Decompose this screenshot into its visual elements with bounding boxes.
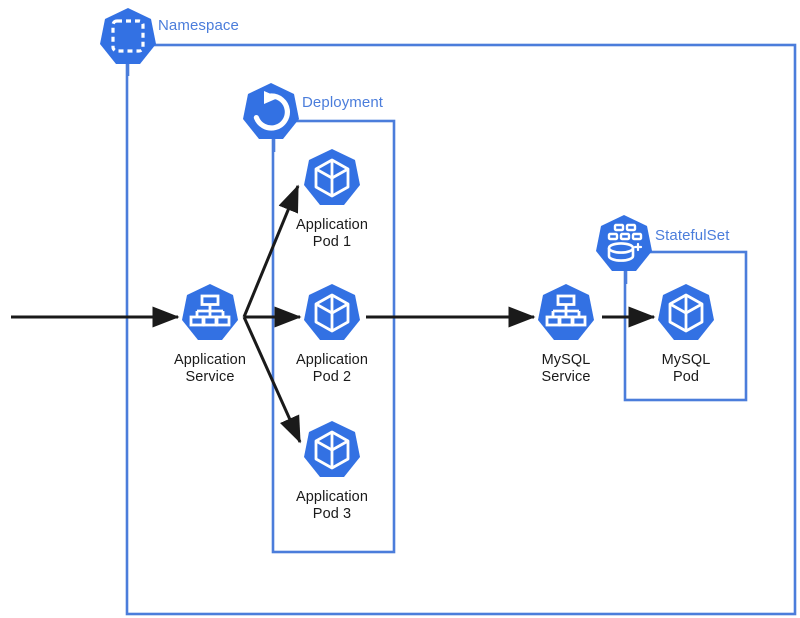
node-mysql-service: MySQL Service bbox=[501, 282, 631, 386]
deployment-group-label: Deployment bbox=[302, 94, 384, 111]
node-application-pod-1: Application Pod 1 bbox=[267, 147, 397, 251]
node-application-pod-3: Application Pod 3 bbox=[267, 419, 397, 523]
statefulset-icon bbox=[593, 213, 655, 280]
statefulset-boundary bbox=[623, 250, 748, 402]
deployment-icon bbox=[240, 81, 302, 148]
node-application-pod-3-label: Application Pod 3 bbox=[295, 489, 369, 522]
node-application-service-label: Application Service bbox=[173, 352, 247, 385]
deployment-boundary bbox=[271, 119, 396, 554]
statefulset-group-label: StatefulSet bbox=[655, 227, 730, 244]
node-application-pod-2: Application Pod 2 bbox=[267, 282, 397, 386]
pod-icon bbox=[621, 282, 751, 349]
arrow-application-service-to-pod-1 bbox=[242, 184, 300, 318]
node-mysql-pod-label: MySQL Pod bbox=[661, 352, 711, 385]
namespace-group-label: Namespace bbox=[158, 17, 239, 34]
pod-icon bbox=[267, 419, 397, 486]
arrow-application-service-to-pod-3 bbox=[242, 316, 302, 444]
node-mysql-pod: MySQL Pod bbox=[621, 282, 751, 386]
node-application-pod-1-label: Application Pod 1 bbox=[295, 217, 369, 250]
node-application-pod-2-label: Application Pod 2 bbox=[295, 352, 369, 385]
pod-icon bbox=[267, 282, 397, 349]
node-application-service: Application Service bbox=[145, 282, 275, 386]
node-mysql-service-label: MySQL Service bbox=[541, 352, 591, 385]
pod-icon bbox=[267, 147, 397, 214]
namespace-icon bbox=[97, 6, 159, 73]
namespace-boundary bbox=[125, 43, 797, 616]
service-icon bbox=[501, 282, 631, 349]
service-icon bbox=[145, 282, 275, 349]
